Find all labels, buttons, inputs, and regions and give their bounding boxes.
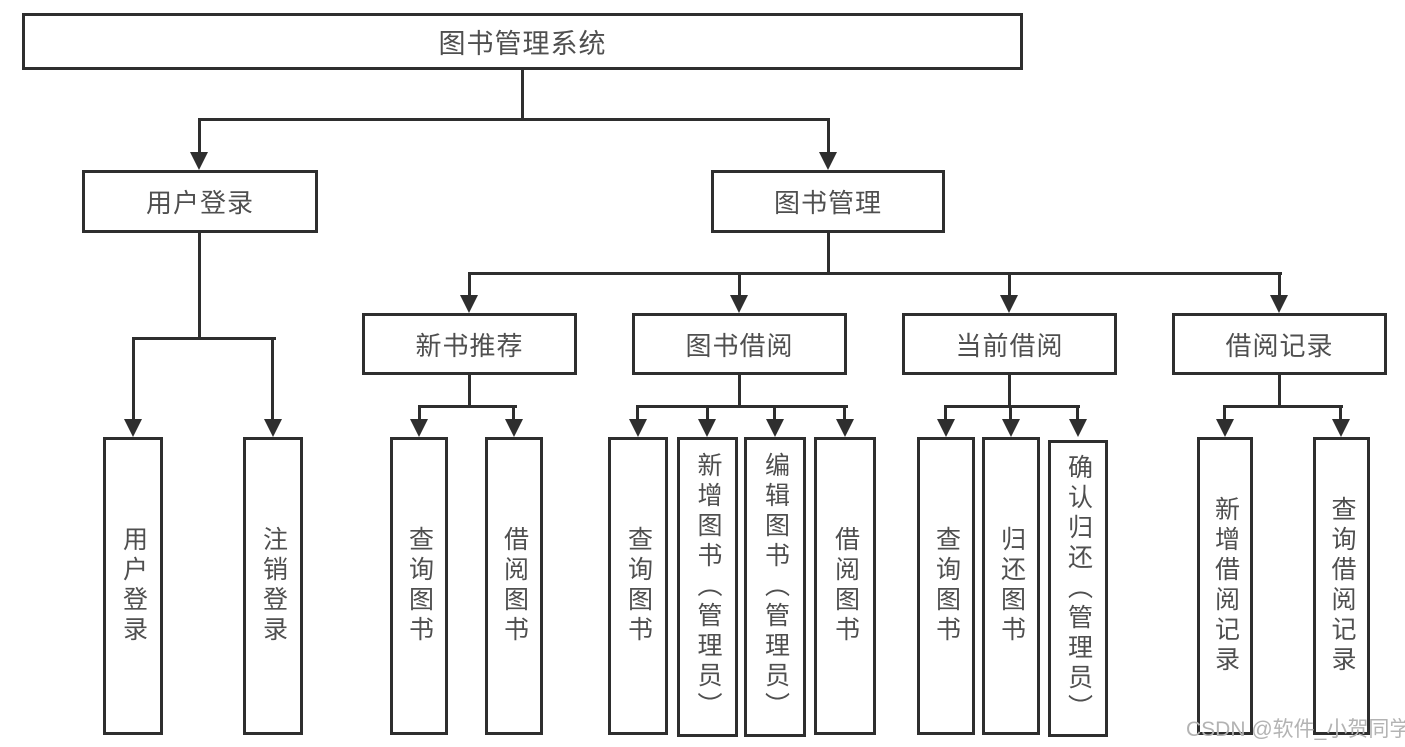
arrowhead-down-icon — [264, 419, 282, 437]
csdn-watermark: CSDN @软件_小贺同学 — [1186, 718, 1405, 741]
node-borrowing-records: 借阅记录 — [1172, 313, 1387, 375]
arrowhead-down-icon — [460, 295, 478, 313]
node-label: 图书管理系统 — [438, 29, 607, 59]
leaf-query-books-recommend: 查询图书 — [390, 437, 448, 735]
arrowhead-down-icon — [1069, 419, 1087, 437]
connector-drop — [636, 405, 639, 423]
arrowhead-down-icon — [190, 152, 208, 170]
leaf-borrow-books-recommend: 借阅图书 — [485, 437, 543, 735]
connector-drop — [843, 405, 846, 423]
node-label: 查询图书 — [405, 526, 434, 646]
connector-level3-rail — [468, 272, 1282, 275]
leaf-edit-book-admin: 编辑图书（管理员） — [744, 437, 806, 737]
connector-drop — [512, 405, 515, 423]
connector-drop-records — [1278, 272, 1281, 298]
leaf-borrow-books-borrow: 借阅图书 — [814, 437, 876, 735]
arrowhead-down-icon — [410, 419, 428, 437]
connector-drop — [1339, 405, 1342, 423]
node-user-login: 用户登录 — [82, 170, 318, 233]
connector-records-rail — [1223, 405, 1343, 408]
node-label: 图书管理 — [773, 188, 882, 218]
node-label: 编辑图书（管理员） — [761, 452, 790, 722]
connector-drop — [418, 405, 421, 423]
arrowhead-down-icon — [1332, 419, 1350, 437]
node-label: 新增图书（管理员） — [694, 452, 722, 722]
connector-drop-current — [1008, 272, 1011, 298]
connector-book-management-stem — [827, 233, 830, 275]
arrowhead-down-icon — [1000, 295, 1018, 313]
node-label: 确认归还（管理员） — [1064, 453, 1093, 724]
node-label: 新书推荐 — [415, 330, 524, 361]
node-label: 借阅图书 — [500, 526, 529, 646]
arrowhead-down-icon — [937, 419, 955, 437]
node-label: 查询图书 — [932, 526, 961, 646]
leaf-query-books-borrow: 查询图书 — [608, 437, 668, 735]
node-label: 新增借阅记录 — [1211, 496, 1240, 676]
node-label: 用户登录 — [119, 526, 148, 646]
connector-drop — [1009, 405, 1012, 423]
connector-user-login-stem — [198, 233, 201, 340]
arrowhead-down-icon — [1216, 419, 1234, 437]
node-label: 归还图书 — [997, 526, 1026, 646]
arrowhead-down-icon — [1270, 295, 1288, 313]
connector-drop — [944, 405, 947, 423]
connector-drop — [1076, 405, 1079, 423]
leaf-query-books-current: 查询图书 — [917, 437, 975, 735]
leaf-user-login: 用户登录 — [103, 437, 163, 735]
connector-drop — [706, 405, 709, 423]
connector-user-login-rail — [132, 337, 276, 340]
connector-recommend-stem — [468, 375, 471, 408]
node-label: 借阅图书 — [831, 526, 860, 646]
connector-current-rail — [944, 405, 1080, 408]
leaf-query-borrow-record: 查询借阅记录 — [1313, 437, 1370, 735]
node-root-system: 图书管理系统 — [22, 13, 1023, 70]
node-label: 当前借阅 — [955, 330, 1064, 361]
connector-current-stem — [1008, 375, 1011, 408]
node-label: 查询图书 — [624, 526, 653, 646]
connector-drop-user-login — [198, 118, 201, 155]
connector-drop-recommend — [468, 272, 471, 298]
arrowhead-down-icon — [124, 419, 142, 437]
node-current-borrowing: 当前借阅 — [902, 313, 1117, 375]
connector-borrowing-rail — [636, 405, 848, 408]
leaf-confirm-return-admin: 确认归还（管理员） — [1048, 440, 1108, 737]
connector-recommend-rail — [418, 405, 517, 408]
connector-drop-borrowing — [738, 272, 741, 298]
connector-drop-book-management — [827, 118, 830, 155]
arrowhead-down-icon — [505, 419, 523, 437]
arrowhead-down-icon — [819, 152, 837, 170]
connector-drop — [1223, 405, 1226, 423]
connector-root-stem — [521, 70, 524, 121]
arrowhead-down-icon — [836, 419, 854, 437]
arrowhead-down-icon — [1002, 419, 1020, 437]
connector-borrowing-stem — [738, 375, 741, 408]
node-book-borrowing: 图书借阅 — [632, 313, 847, 375]
node-label: 用户登录 — [145, 188, 254, 218]
leaf-logout: 注销登录 — [243, 437, 303, 735]
arrowhead-down-icon — [766, 419, 784, 437]
node-label: 借阅记录 — [1225, 330, 1334, 361]
leaf-add-borrow-record: 新增借阅记录 — [1197, 437, 1253, 735]
arrowhead-down-icon — [698, 419, 716, 437]
connector-drop-leaf-login — [132, 337, 135, 423]
node-label: 查询借阅记录 — [1328, 496, 1356, 676]
node-label: 注销登录 — [259, 526, 288, 646]
leaf-add-book-admin: 新增图书（管理员） — [677, 437, 738, 737]
connector-drop-leaf-logout — [271, 337, 274, 423]
node-book-management: 图书管理 — [711, 170, 945, 233]
connector-records-stem — [1278, 375, 1281, 408]
arrowhead-down-icon — [629, 419, 647, 437]
leaf-return-books: 归还图书 — [982, 437, 1040, 735]
arrowhead-down-icon — [730, 295, 748, 313]
connector-level2-rail — [198, 118, 830, 121]
node-new-book-recommendation: 新书推荐 — [362, 313, 577, 375]
connector-drop — [773, 405, 776, 423]
node-label: 图书借阅 — [685, 330, 794, 361]
